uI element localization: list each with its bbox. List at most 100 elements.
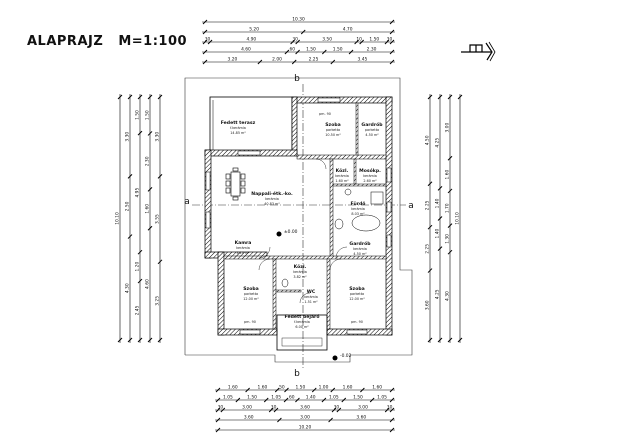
dimension-label: 3.30 xyxy=(125,132,131,142)
dimension-chain: 3.001.601.701.304.30 xyxy=(445,94,453,343)
dimension-label: 3.50 xyxy=(322,37,332,43)
dimension-label: 1.50 xyxy=(135,110,141,120)
room-name: Kamra xyxy=(235,240,252,246)
windows xyxy=(205,97,392,335)
dimension-label: 10.10 xyxy=(455,212,461,225)
dimension-chain: 1.50 4.95 1.20 2.45 xyxy=(135,94,143,343)
section-mark-a-left: a xyxy=(184,197,190,207)
dimension-label: 30 xyxy=(218,405,224,411)
dimension-label: 4.25 xyxy=(435,138,441,148)
dimension-label: 4.70 xyxy=(343,27,353,33)
window-note: pm. 90 xyxy=(319,112,331,116)
dimension-chain: 10.30 xyxy=(202,17,395,25)
room-floor: kerámia xyxy=(236,246,250,250)
dimension-label: 1.70 xyxy=(445,203,451,213)
dimension-chain: 10.10 xyxy=(455,94,463,343)
dimension-label: 2.00 xyxy=(272,57,282,63)
room-area: 12.00 m² xyxy=(243,297,259,301)
dimension-chain: 10.20 xyxy=(215,425,395,433)
room-area: 4.50 m² xyxy=(365,133,379,137)
dimension-label: 4.95 xyxy=(135,188,141,198)
room-name: Mosókp. xyxy=(359,167,381,174)
dimension-label: 1.60 xyxy=(145,204,151,214)
dimension-label: 4.90 xyxy=(246,37,256,43)
dimension-label: 4.60 xyxy=(145,279,151,289)
dimension-label: 1.60 xyxy=(372,385,382,391)
section-mark-b-bottom: b xyxy=(294,369,300,379)
dimension-label: 30 xyxy=(205,37,211,43)
dimension-label: 1.60 xyxy=(228,385,238,391)
room-floor: parketta xyxy=(350,292,364,296)
door-swings xyxy=(258,158,348,304)
room-area: 2.60 m² xyxy=(363,179,377,183)
room-floor: f.kerámia xyxy=(294,320,310,324)
dimension-label: 1.05 xyxy=(271,395,281,401)
dimension-label: 4.25 xyxy=(435,289,441,299)
dimension-label: 3.60 xyxy=(244,415,254,421)
room-floor: parketta xyxy=(244,292,258,296)
room-area: 3.82 m² xyxy=(293,275,307,279)
dimension-label: 1.60 xyxy=(258,385,268,391)
dimension-label: 3.20 xyxy=(228,57,238,63)
room-name: Szoba xyxy=(243,286,259,292)
dimension-label: 60 xyxy=(289,395,295,401)
dimension-label: 1.05 xyxy=(377,395,387,401)
dimension-label: 1.20 xyxy=(135,262,141,272)
room-area: 10.50 m² xyxy=(325,133,341,137)
room-area: 4.50 m² xyxy=(353,252,367,256)
dimension-label: 4.30 xyxy=(125,283,131,293)
bathtub-icon xyxy=(281,188,384,288)
porch-outline xyxy=(276,314,328,351)
dimension-label: 2.30 xyxy=(145,156,151,166)
room-area: 1.60 m² xyxy=(335,179,349,183)
dimension-label: 10 xyxy=(356,37,362,43)
dimension-label: 5.20 xyxy=(249,27,259,33)
dimension-label: 1.40 xyxy=(435,228,441,238)
room-floor: kerámia xyxy=(351,207,365,211)
room-floor: kerámia xyxy=(363,174,377,178)
porch-step xyxy=(281,337,323,347)
dimension-label: 30 xyxy=(292,37,298,43)
dimension-label: 2.25 xyxy=(425,200,431,210)
window-note: pm. 90 xyxy=(244,320,256,324)
dimension-label: 1.50 xyxy=(333,47,343,53)
level-mark-outside: -0.02 xyxy=(332,353,352,361)
dimension-label: 1.50 xyxy=(369,37,379,43)
dimension-chain: 3.302.504.30 xyxy=(125,94,133,343)
dimension-label: 2.25 xyxy=(425,244,431,254)
room-name: Nappali-étk.-ko. xyxy=(251,190,293,197)
room-area: 12.00 m² xyxy=(349,297,365,301)
dimension-label: 1.30 xyxy=(445,234,451,244)
dimension-label: 2.45 xyxy=(135,305,141,315)
room-area: 14.85 m² xyxy=(230,131,246,135)
dimension-label: 4.50 xyxy=(425,135,431,145)
window-note: pm. 90 xyxy=(351,320,363,324)
dimension-chain: 4.251.401.404.25 xyxy=(435,94,443,343)
room-floor: kerámia xyxy=(265,197,279,201)
dimension-chain: 3.303.553.25 xyxy=(155,94,163,343)
dimension-label: 1.05 xyxy=(329,395,339,401)
dimension-label: 50 xyxy=(279,385,285,391)
svg-text:±0.00: ±0.00 xyxy=(284,229,298,235)
room-floor: kerámia xyxy=(293,270,307,274)
room-area: 8.03 m² xyxy=(351,212,365,216)
north-arrow-icon xyxy=(461,41,496,62)
dimension-label: 30 xyxy=(387,405,393,411)
room-name: Fürdő xyxy=(351,201,366,207)
dimension-label: 1.00 xyxy=(319,385,329,391)
dimension-label: 1.60 xyxy=(343,385,353,391)
